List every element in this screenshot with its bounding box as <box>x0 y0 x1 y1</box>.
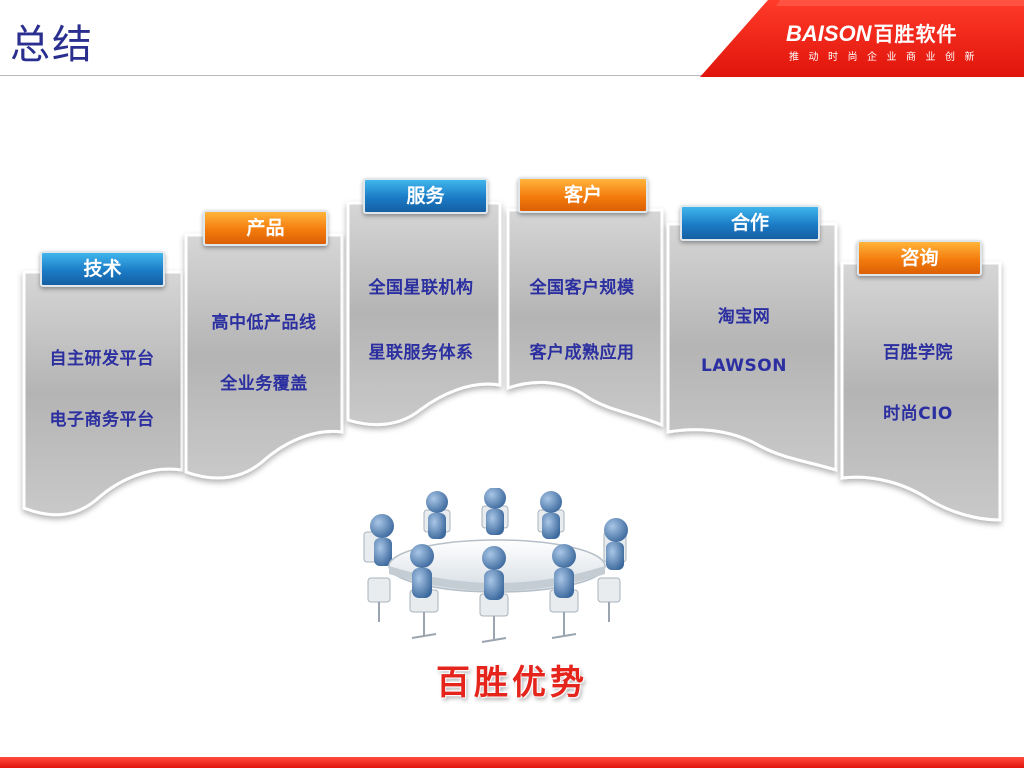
bottom-red-bar <box>0 757 1024 768</box>
card-line: 电子商务平台 <box>49 410 155 430</box>
card-panel-5 <box>666 222 838 473</box>
card-panel-6 <box>840 261 1002 522</box>
card-panel-2 <box>184 233 344 480</box>
card-line: 客户成熟应用 <box>529 343 635 363</box>
advantage-title: 百胜优势 <box>436 663 588 703</box>
tag-partner: 合作 <box>680 205 820 241</box>
tag-customer: 客户 <box>518 177 648 213</box>
tag-tech: 技术 <box>40 251 165 287</box>
page-title: 总结 <box>10 22 94 68</box>
meeting-table-figures-icon <box>363 488 628 643</box>
card-panel-3 <box>346 201 502 427</box>
card-line: 百胜学院 <box>883 343 953 363</box>
card-line: 时尚CIO <box>883 404 953 424</box>
card-line: 淘宝网 <box>717 307 771 327</box>
tag-service: 服务 <box>363 178 488 214</box>
brand-cn-name: 百胜软件 <box>873 24 958 46</box>
card-line: 星联服务体系 <box>368 343 474 363</box>
card-panel-1 <box>22 270 184 517</box>
card-line: 全国星联机构 <box>368 278 474 298</box>
brand-slogan: 推动时尚企业商业创新 <box>789 52 984 63</box>
brand-banner <box>700 0 1024 77</box>
tag-product: 产品 <box>203 210 328 246</box>
card-line: 全业务覆盖 <box>220 374 308 394</box>
brand-logo-text: BAISON <box>786 21 872 46</box>
card-line: 全国客户规模 <box>529 278 635 298</box>
card-line: 高中低产品线 <box>211 313 317 333</box>
title-divider <box>0 75 730 76</box>
card-panel-4 <box>506 208 664 428</box>
tag-consult: 咨询 <box>857 240 982 276</box>
card-line: 自主研发平台 <box>49 349 155 369</box>
card-line: LAWSON <box>701 356 787 376</box>
